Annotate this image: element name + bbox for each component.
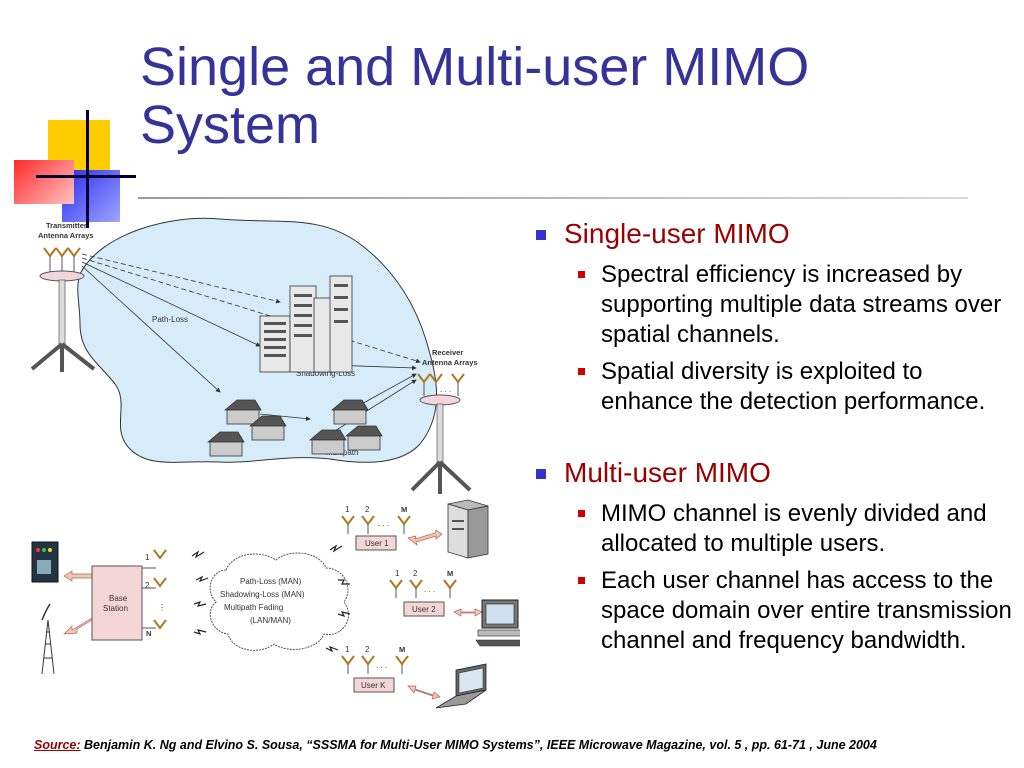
decor-red-square <box>14 160 74 204</box>
decor-horizontal-line <box>36 175 136 178</box>
user-k-station: 1 2 M . . . User K <box>341 645 409 693</box>
user1-antenna-m-label: M <box>401 505 407 514</box>
user2-label: User 2 <box>412 605 436 614</box>
relay-tower-icon <box>41 603 55 675</box>
slide-title-line1: Single and Multi-user MIMO <box>140 37 810 97</box>
shadowing-loss-label: Shadowing-Loss <box>296 369 355 378</box>
lightning-signals <box>191 544 351 653</box>
base-station-label-line1: Base <box>109 594 128 603</box>
base-station-antennas: 1 2 ⋮ N <box>142 549 167 638</box>
bs-antenna-1-label: 1 <box>145 553 150 562</box>
point-spatial-diversity: Spatial diversity is exploited to enhanc… <box>601 358 986 415</box>
sub-bullet-marker <box>578 271 585 278</box>
user2-antenna-dots: . . . <box>424 585 435 594</box>
user2-antenna-1-label: 1 <box>395 569 400 578</box>
bullet-multi-user: Multi-user MIMO <box>532 457 1020 489</box>
source-citation: Source: Benjamin K. Ng and Elvino S. Sou… <box>34 738 1014 752</box>
user1-antenna-1-label: 1 <box>345 505 350 514</box>
user1-antenna-dots: . . . <box>378 519 389 528</box>
citation-text: Benjamin K. Ng and Elvino S. Sousa, “SSS… <box>80 738 877 752</box>
transmitter-label-2: Antenna Arrays <box>38 231 94 240</box>
userk-label: User K <box>361 681 386 690</box>
user-1-station: 1 2 M . . . User 1 <box>341 505 411 551</box>
receiver-tower: . . . <box>410 373 472 494</box>
server-icon <box>447 499 489 559</box>
user-2-station: 1 2 M . . . User 2 <box>389 569 457 617</box>
laptop-icon <box>435 663 487 709</box>
buildings <box>259 275 353 373</box>
wireless-cloud <box>209 552 349 651</box>
cloud-line-1: Path-Loss (MAN) <box>240 577 302 586</box>
slide-title-line2: System <box>140 95 321 155</box>
sub-bullet: Each user channel has access to the spac… <box>578 566 1020 656</box>
point-space-domain-access: Each user channel has access to the spac… <box>601 567 1012 654</box>
user1-label: User 1 <box>365 539 389 548</box>
userk-antenna-2-label: 2 <box>365 645 370 654</box>
sub-bullet: Spectral efficiency is increased by supp… <box>578 260 1020 350</box>
transmitter-label: Transmitter <box>46 221 87 230</box>
transmitter-tower <box>30 247 96 372</box>
bs-antenna-2-label: 2 <box>145 581 150 590</box>
point-channel-divided: MIMO channel is evenly divided and alloc… <box>601 500 987 557</box>
base-station-box <box>91 565 143 641</box>
decor-vertical-line <box>86 110 89 228</box>
sub-bullet: MIMO channel is evenly divided and alloc… <box>578 499 1020 559</box>
receiver-antenna-dots: . . . <box>440 385 451 394</box>
bs-antenna-n-label: N <box>146 629 151 638</box>
cloud-line-3: Multipath Fading <box>224 603 283 612</box>
sub-bullet-marker <box>578 368 585 375</box>
receiver-label: Receiver <box>432 348 463 357</box>
propagation-arrows <box>81 253 421 435</box>
userk-antenna-1-label: 1 <box>345 645 350 654</box>
heading-single-user: Single-user MIMO <box>564 218 790 249</box>
user-double-arrows <box>407 529 483 700</box>
source-label: Source: <box>34 738 81 752</box>
sub-bullet: Spatial diversity is exploited to enhanc… <box>578 357 1020 417</box>
cloud-line-4: (LAN/MAN) <box>250 616 291 625</box>
path-loss-label: Path-Loss <box>152 315 188 324</box>
single-user-mimo-diagram: Transmitter Antenna Arrays Path-Loss Sha… <box>30 217 478 494</box>
multi-user-mimo-diagram: Base Station 1 2 ⋮ N Path-Loss (MAN) Sha… <box>31 499 520 709</box>
title-divider <box>138 197 968 199</box>
bullet-list: Single-user MIMO Spectral efficiency is … <box>532 218 1020 656</box>
buildings-windows <box>264 284 348 357</box>
receiver-label-2: Antenna Arrays <box>422 358 478 367</box>
base-station-label-line2: Station <box>103 604 128 613</box>
user1-antenna-2-label: 2 <box>365 505 370 514</box>
user2-antenna-m-label: M <box>447 569 453 578</box>
sub-bullet-marker <box>578 577 585 584</box>
control-panel-icon <box>31 541 59 583</box>
sub-bullet-marker <box>578 510 585 517</box>
bullet-single-user: Single-user MIMO <box>532 218 1020 250</box>
userk-antenna-m-label: M <box>399 645 405 654</box>
bullet-marker <box>536 230 546 240</box>
bs-antenna-dots: ⋮ <box>158 603 166 612</box>
user2-antenna-2-label: 2 <box>413 569 418 578</box>
cloud-line-2: Shadowing-Loss (MAN) <box>220 590 305 599</box>
slide-title: Single and Multi-user MIMO System <box>140 38 1000 154</box>
desktop-computer-icon <box>475 599 520 647</box>
heading-multi-user: Multi-user MIMO <box>564 457 771 488</box>
bullet-marker <box>536 469 546 479</box>
houses <box>206 399 383 457</box>
point-spectral-efficiency: Spectral efficiency is increased by supp… <box>601 261 1002 348</box>
userk-antenna-dots: . . . <box>376 661 387 670</box>
